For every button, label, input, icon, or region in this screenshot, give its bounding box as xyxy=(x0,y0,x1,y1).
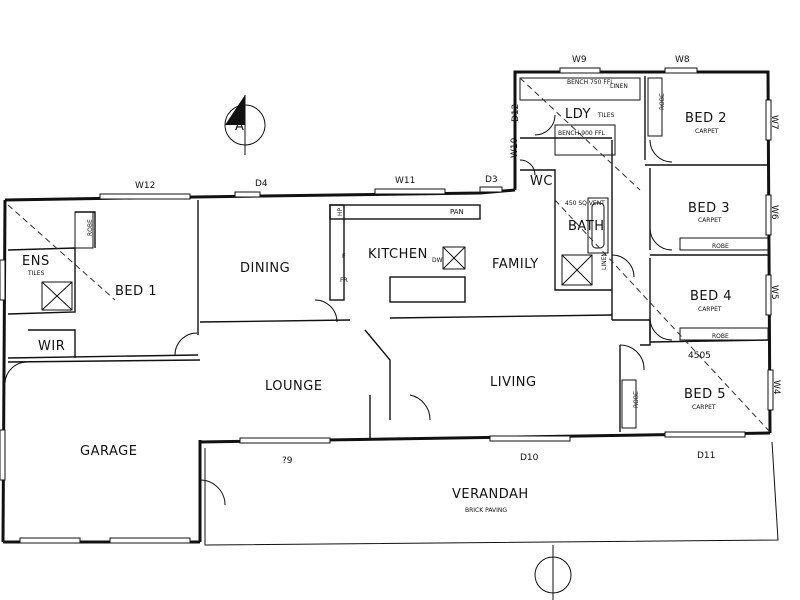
robe-bed1-label: ROBE xyxy=(87,219,94,236)
window-w9-label: W9 xyxy=(572,55,587,65)
door-d12-label: D12 xyxy=(511,104,521,122)
room-ens-label: ENS xyxy=(22,254,50,269)
doors xyxy=(4,114,673,506)
windows xyxy=(0,67,774,544)
fridge-label: FR xyxy=(340,277,348,284)
fixture-labels: ROBE PAN DW FR F HP LINEN BENCH 750 FFL … xyxy=(87,79,729,408)
window-w5-label: W5 xyxy=(769,285,779,300)
window-w8-label: W8 xyxy=(675,55,690,65)
freezer-label: F xyxy=(342,253,346,260)
bench-900-label: BENCH-900 FFL xyxy=(558,130,606,137)
room-living-label: LIVING xyxy=(490,375,537,390)
room-bed3-label: BED 3 xyxy=(688,201,730,216)
section-marker: A xyxy=(224,95,266,155)
room-ens-tiles-label: TILES xyxy=(27,270,45,277)
room-ldy-tiles-label: TILES xyxy=(597,112,615,119)
interior-walls xyxy=(7,77,771,440)
window-w11-label: W11 xyxy=(395,176,415,186)
room-bath-label: BATH xyxy=(568,219,605,234)
window-w3-label: ?9 xyxy=(282,456,293,466)
room-verandah-label: VERANDAH xyxy=(452,487,529,502)
dimension-lines xyxy=(7,77,771,433)
section-marker-bottom xyxy=(534,545,572,600)
room-bed5-carpet-label: CARPET xyxy=(692,404,716,411)
window-w7-label: W7 xyxy=(769,115,779,130)
dishwasher-label: DW xyxy=(432,257,443,264)
window-w6-label: W6 xyxy=(769,205,779,220)
window-w12-label: W12 xyxy=(135,181,155,191)
room-bed1-label: BED 1 xyxy=(115,284,157,299)
dimension-label: 4505 xyxy=(688,351,711,361)
robe-bed5-label: ROBE xyxy=(633,391,640,408)
window-w4-label: W4 xyxy=(771,380,781,395)
door-d10-label: D10 xyxy=(520,453,539,463)
robe-bed4-label: ROBE xyxy=(712,333,729,340)
room-bed4-carpet-label: CARPET xyxy=(698,306,722,313)
room-labels: BED 1 ENS TILES WIR GARAGE DINING KITCHE… xyxy=(22,107,732,514)
door-d11-label: D11 xyxy=(697,451,715,461)
room-verandah-sub-label: BRICK PAVING xyxy=(465,507,507,514)
room-bed4-label: BED 4 xyxy=(690,289,732,304)
room-garage-label: GARAGE xyxy=(80,444,137,459)
room-dining-label: DINING xyxy=(240,261,290,276)
exterior-walls xyxy=(1,70,779,546)
room-bed5-label: BED 5 xyxy=(684,387,726,402)
section-marker-label: A xyxy=(235,119,244,134)
linen-ldy-label: LINEN xyxy=(610,83,628,90)
room-lounge-label: LOUNGE xyxy=(265,379,323,394)
door-d3-label: D3 xyxy=(485,175,498,185)
room-kitchen-label: KITCHEN xyxy=(368,247,428,262)
bench-750-label: BENCH 750 FFL xyxy=(567,79,614,86)
room-wc-label: WC xyxy=(530,174,553,189)
door-d4-label: D4 xyxy=(255,179,268,189)
room-bed2-label: BED 2 xyxy=(685,111,727,126)
window-w10-label: W10 xyxy=(510,137,520,158)
room-wir-label: WIR xyxy=(38,339,65,354)
robe-bed3-label: ROBE xyxy=(712,243,729,250)
vent-label: 450 SQ VENT xyxy=(565,200,605,207)
room-bed3-carpet-label: CARPET xyxy=(698,217,722,224)
hotplate-label: HP xyxy=(337,207,344,216)
window-labels: W12 D4 W11 D3 W10 D12 W9 W8 W7 W6 W5 W4 … xyxy=(135,55,781,466)
room-bed2-carpet-label: CARPET xyxy=(695,128,719,135)
room-family-label: FAMILY xyxy=(492,257,539,272)
pantry-label: PAN xyxy=(450,208,464,216)
room-ldy-label: LDY xyxy=(565,107,591,122)
robe-bed2-label: ROBE xyxy=(659,93,666,110)
linen-bath-label: LINEN xyxy=(601,252,608,270)
